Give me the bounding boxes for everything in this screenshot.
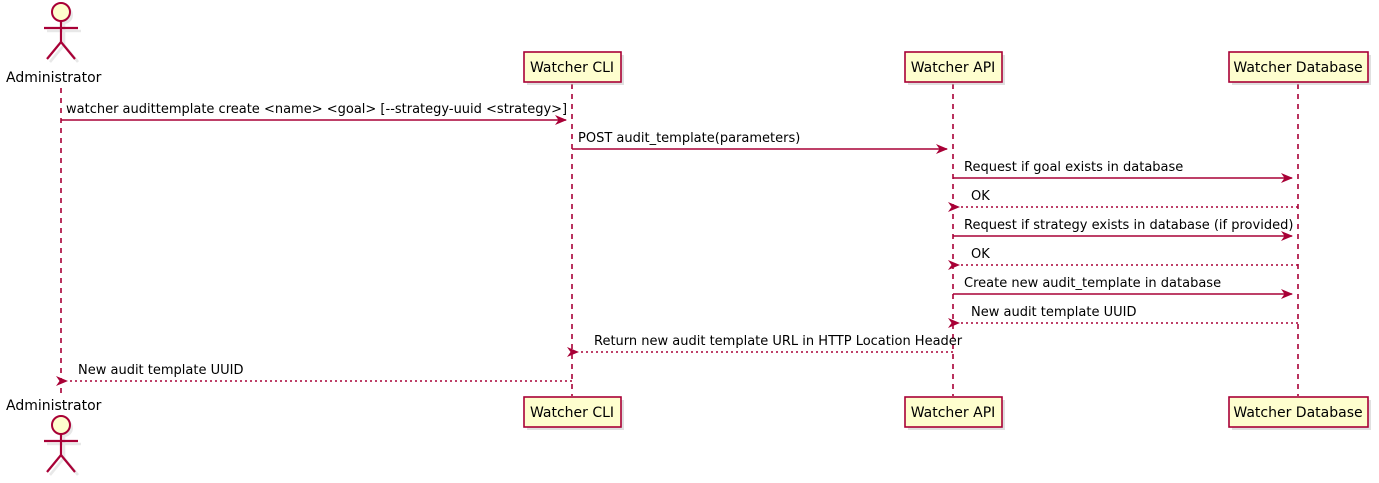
participant-label-watcher-api-bottom: Watcher API xyxy=(911,405,996,421)
message-2: POST audit_template(parameters) xyxy=(572,131,948,154)
message-6: OK xyxy=(948,247,1298,270)
participant-label-watcher-database-top: Watcher Database xyxy=(1233,60,1362,76)
message-8: New audit template UUID xyxy=(948,305,1298,328)
message-label-2: POST audit_template(parameters) xyxy=(578,131,800,146)
message-7: Create new audit_template in database xyxy=(953,276,1293,299)
participant-box-watcher-database-bottom[interactable]: Watcher Database xyxy=(1228,396,1371,430)
message-label-4: OK xyxy=(971,189,990,204)
message-label-3: Request if goal exists in database xyxy=(964,160,1183,175)
participant-box-watcher-api-bottom[interactable]: Watcher API xyxy=(904,396,1005,430)
message-label-9: Return new audit template URL in HTTP Lo… xyxy=(594,334,963,349)
message-label-5: Request if strategy exists in database (… xyxy=(964,218,1293,233)
participant-label-watcher-api-top: Watcher API xyxy=(911,60,996,76)
message-5: Request if strategy exists in database (… xyxy=(953,218,1293,241)
actor-figure-administrator xyxy=(44,415,78,473)
actor-administrator-bottom[interactable]: Administrator xyxy=(6,398,102,476)
message-10: New audit template UUID xyxy=(56,363,572,386)
message-9: Return new audit template URL in HTTP Lo… xyxy=(567,334,963,357)
actor-label-administrator-top: Administrator xyxy=(6,70,102,86)
box-body xyxy=(1228,51,1369,83)
message-label-6: OK xyxy=(971,247,990,262)
actor-label-administrator-bottom: Administrator xyxy=(6,398,102,414)
participant-box-watcher-cli-top[interactable]: Watcher CLI xyxy=(523,51,624,85)
box-body xyxy=(523,51,622,83)
message-3: Request if goal exists in database xyxy=(953,160,1293,183)
message-4: OK xyxy=(948,189,1298,212)
message-1: watcher audittemplate create <name> <goa… xyxy=(61,102,567,125)
box-body xyxy=(904,396,1003,428)
box-body xyxy=(523,396,622,428)
participant-box-watcher-database-top[interactable]: Watcher Database xyxy=(1228,51,1371,85)
box-body xyxy=(904,51,1003,83)
actor-figure-administrator xyxy=(44,2,78,60)
participant-label-watcher-cli-top: Watcher CLI xyxy=(530,60,614,76)
participant-label-watcher-database-bottom: Watcher Database xyxy=(1233,405,1362,421)
lifelines xyxy=(60,84,1299,396)
actor-administrator-top[interactable]: Administrator xyxy=(6,2,102,86)
participant-label-watcher-cli-bottom: Watcher CLI xyxy=(530,405,614,421)
message-label-1: watcher audittemplate create <name> <goa… xyxy=(66,102,567,117)
box-body xyxy=(1228,396,1369,428)
message-label-10: New audit template UUID xyxy=(78,363,243,378)
message-label-8: New audit template UUID xyxy=(971,305,1136,320)
participant-box-watcher-cli-bottom[interactable]: Watcher CLI xyxy=(523,396,624,430)
participant-box-watcher-api-top[interactable]: Watcher API xyxy=(904,51,1005,85)
message-label-7: Create new audit_template in database xyxy=(964,276,1221,291)
